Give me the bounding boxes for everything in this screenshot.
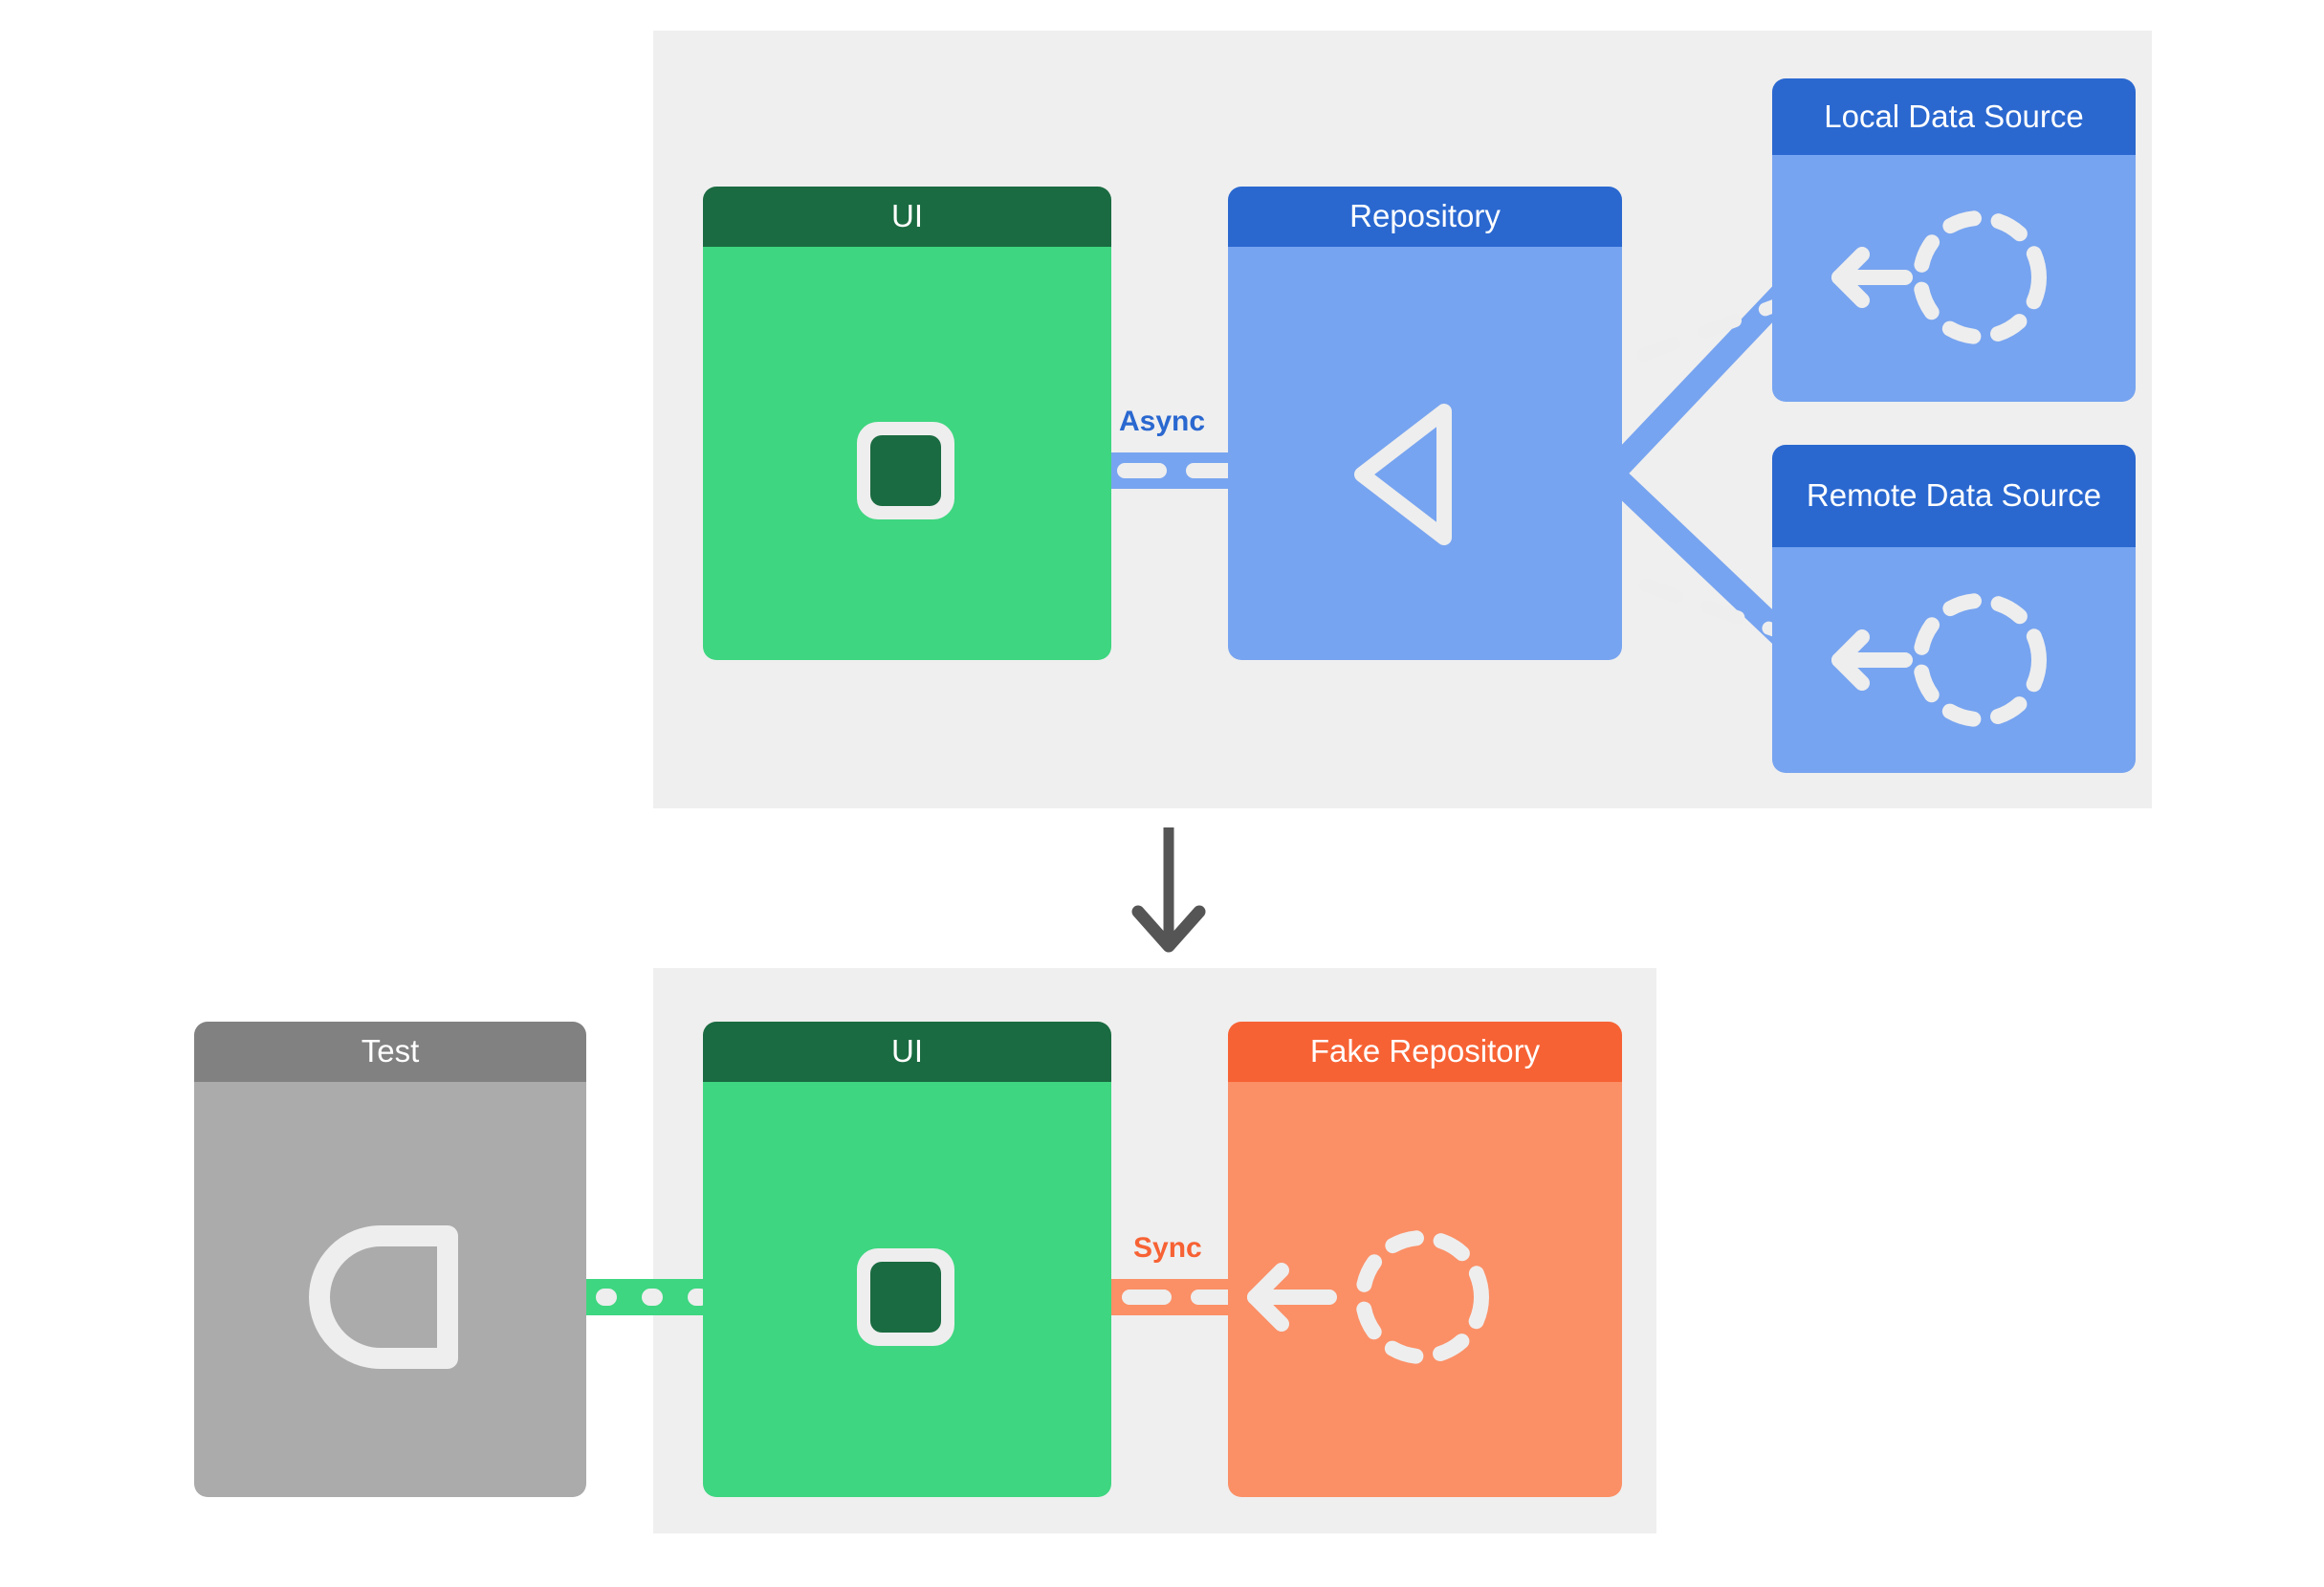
edge-label-async: Async bbox=[1119, 406, 1206, 437]
downward-flow-arrow-icon bbox=[1131, 827, 1206, 953]
node-test[interactable]: Test bbox=[194, 1022, 586, 1497]
node-fake-repository-body bbox=[1228, 1082, 1622, 1497]
node-ui-production-body bbox=[703, 247, 1111, 660]
node-repository-title: Repository bbox=[1228, 187, 1622, 247]
node-test-body bbox=[194, 1082, 586, 1497]
node-local-data-source[interactable]: Local Data Source bbox=[1772, 78, 2136, 402]
node-fake-repository-title: Fake Repository bbox=[1228, 1022, 1622, 1082]
node-remote-data-source[interactable]: Remote Data Source bbox=[1772, 445, 2136, 773]
node-remote-data-source-title: Remote Data Source bbox=[1772, 445, 2136, 547]
node-repository[interactable]: Repository bbox=[1228, 187, 1622, 660]
edge-label-sync: Sync bbox=[1133, 1232, 1202, 1264]
node-local-data-source-title: Local Data Source bbox=[1772, 78, 2136, 155]
node-ui-test-title: UI bbox=[703, 1022, 1111, 1082]
node-ui-production[interactable]: UI bbox=[703, 187, 1111, 660]
node-test-title: Test bbox=[194, 1022, 586, 1082]
node-remote-data-source-body bbox=[1772, 547, 2136, 773]
node-ui-test-body bbox=[703, 1082, 1111, 1497]
node-fake-repository[interactable]: Fake Repository bbox=[1228, 1022, 1622, 1497]
node-ui-production-title: UI bbox=[703, 187, 1111, 247]
node-ui-test[interactable]: UI bbox=[703, 1022, 1111, 1497]
node-repository-body bbox=[1228, 247, 1622, 660]
node-local-data-source-body bbox=[1772, 155, 2136, 402]
